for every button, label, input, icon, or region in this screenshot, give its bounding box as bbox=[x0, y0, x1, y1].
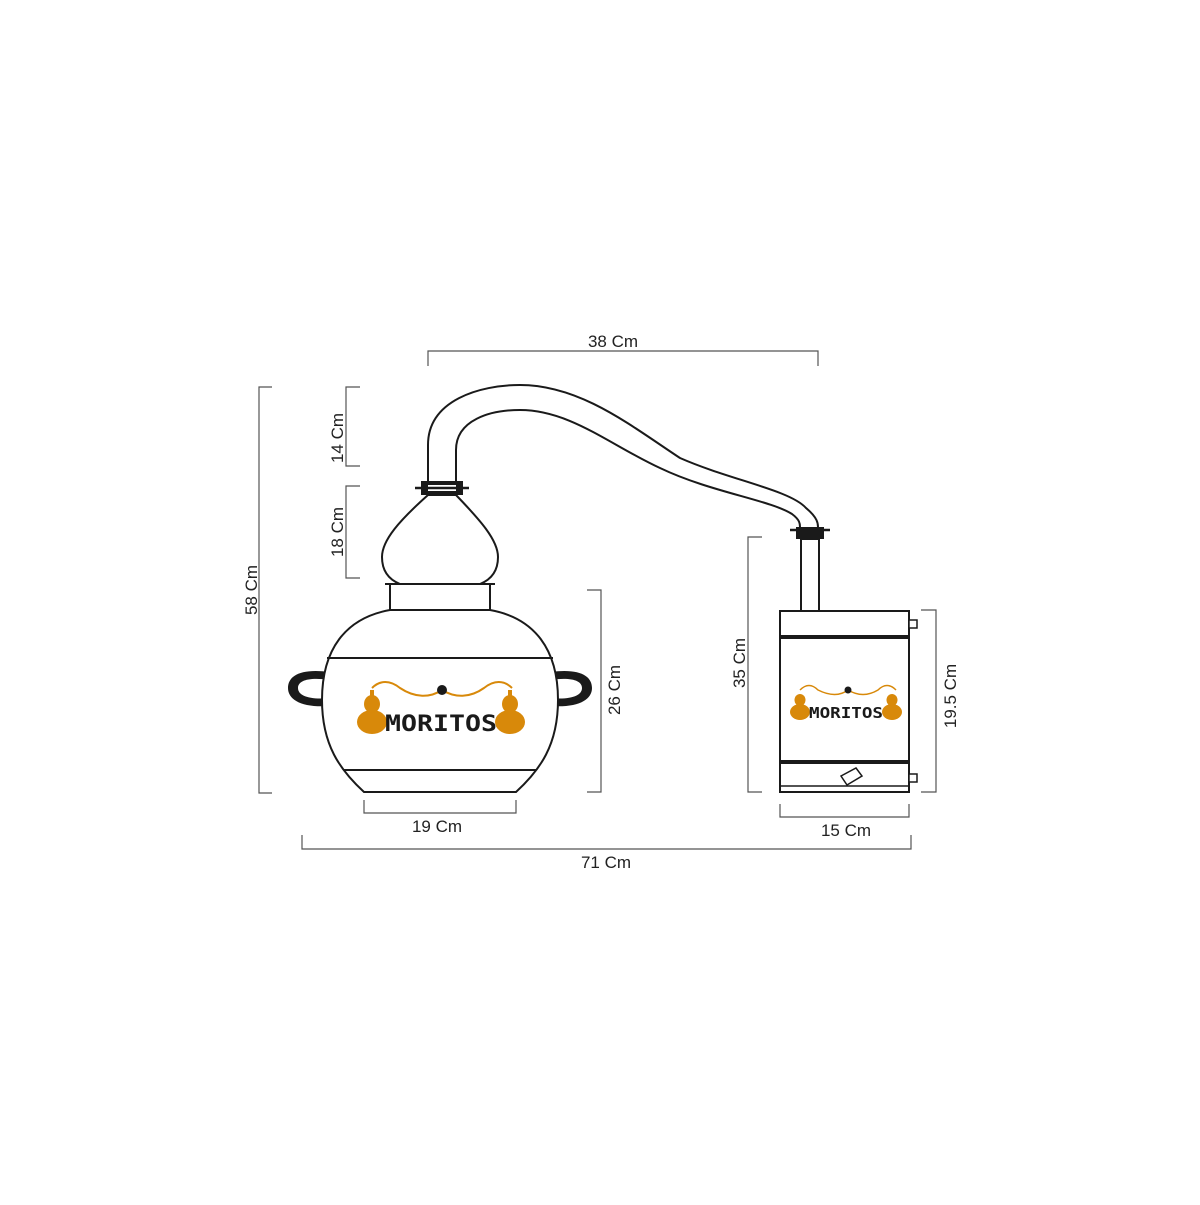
dim-neck-height-line bbox=[345, 386, 360, 467]
dim-condenser-body-label: 19.5 Cm bbox=[941, 664, 960, 728]
pot-handle-left bbox=[288, 670, 330, 707]
pot-logo: MORITOS bbox=[357, 681, 525, 737]
pot-logo-text: MORITOS bbox=[385, 712, 497, 737]
dim-pot-base-width-label: 19 Cm bbox=[412, 817, 462, 836]
swan-neck-pipe bbox=[427, 383, 819, 528]
onion-dome bbox=[380, 494, 500, 585]
pot-handle-right bbox=[550, 670, 592, 707]
dim-overall-width-line bbox=[301, 835, 912, 850]
dim-dome-height-line bbox=[345, 485, 360, 579]
condenser bbox=[779, 527, 918, 793]
condenser-spout bbox=[839, 767, 864, 787]
dim-dome-height-label: 18 Cm bbox=[328, 507, 347, 557]
dim-pot-base-width-line bbox=[363, 800, 517, 814]
dim-swan-neck-width-line bbox=[427, 350, 819, 366]
bead-icon bbox=[437, 685, 447, 695]
pot-body bbox=[320, 609, 560, 793]
condenser-port-top bbox=[908, 619, 918, 629]
dim-pot-height-label: 26 Cm bbox=[605, 665, 624, 715]
dim-condenser-height-line bbox=[747, 536, 762, 793]
condenser-logo-text: MORITOS bbox=[809, 704, 883, 722]
dimension-labels: 38 Cm 58 Cm 14 Cm 18 Cm 26 Cm 19 Cm 71 C… bbox=[242, 332, 960, 872]
swan-neck-outer bbox=[427, 383, 819, 528]
onion-dome-icon bbox=[882, 694, 902, 720]
pot-still bbox=[288, 481, 592, 793]
dim-condenser-base-width-label: 15 Cm bbox=[821, 821, 871, 840]
dim-condenser-body-line bbox=[921, 609, 937, 793]
dim-swan-neck-width-label: 38 Cm bbox=[588, 332, 638, 351]
onion-dome-icon bbox=[790, 694, 810, 720]
condenser-logo: MORITOS bbox=[790, 684, 902, 722]
dim-pot-height-line bbox=[587, 589, 602, 793]
dim-condenser-height-label: 35 Cm bbox=[730, 638, 749, 688]
pot-collar bbox=[389, 583, 491, 611]
dim-condenser-base-width-line bbox=[779, 804, 910, 818]
condenser-inlet-pipe bbox=[800, 538, 820, 612]
onion-dome-icon bbox=[495, 690, 525, 734]
dim-neck-height-label: 14 Cm bbox=[328, 413, 347, 463]
condenser-port-bottom bbox=[908, 773, 918, 783]
dim-overall-height-label: 58 Cm bbox=[242, 565, 261, 615]
dimension-lines bbox=[258, 350, 937, 850]
swan-neck-inner bbox=[455, 408, 801, 528]
bead-icon bbox=[844, 686, 852, 694]
onion-dome-icon bbox=[357, 690, 387, 734]
dim-overall-height-line bbox=[258, 386, 272, 794]
dim-overall-width-label: 71 Cm bbox=[581, 853, 631, 872]
